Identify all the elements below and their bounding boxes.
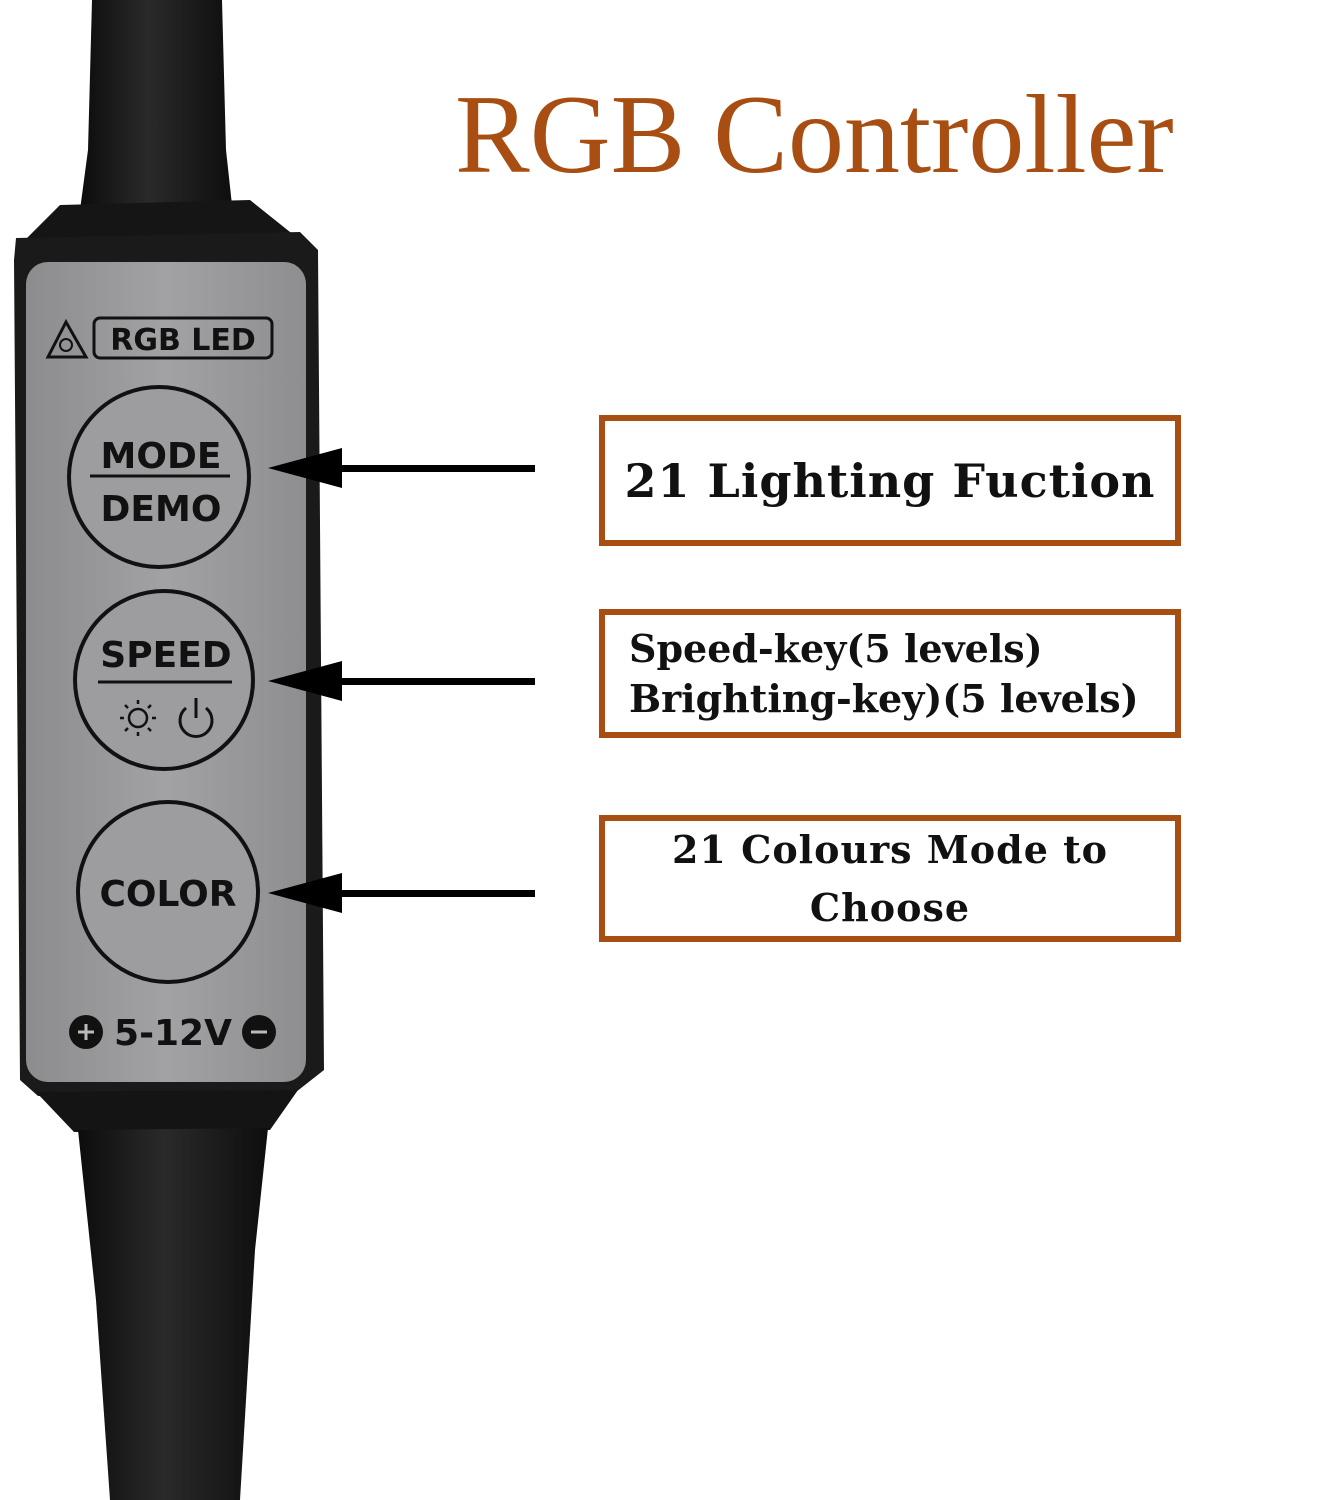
- arrow-mode-head: [268, 448, 342, 488]
- callout-colour-mode: 21 Colours Mode to Choose: [599, 815, 1181, 942]
- voltage-label-group: 5-12V: [69, 1013, 276, 1054]
- voltage-label: 5-12V: [114, 1013, 232, 1054]
- color-label: COLOR: [99, 874, 236, 915]
- demo-label: DEMO: [101, 489, 222, 530]
- speed-label: SPEED: [100, 635, 231, 676]
- arrow-color-line: [330, 890, 535, 897]
- triangle-warning-icon: [45, 318, 89, 359]
- callout-text: 21 Lighting Fuction: [624, 453, 1156, 508]
- arrow-mode-line: [330, 465, 535, 472]
- rgb-led-badge: RGB LED: [45, 316, 274, 360]
- top-cable: [80, 0, 232, 210]
- power-icon: [178, 698, 214, 738]
- arrow-speed-head: [268, 661, 342, 701]
- callout-text: Speed-key(5 levels): [629, 625, 1043, 671]
- arrow-speed-line: [330, 678, 535, 685]
- page-title: RGB Controller: [455, 73, 1174, 197]
- callout-text: Brighting-key)(5 levels): [629, 675, 1139, 721]
- brand-label: RGB LED: [110, 323, 256, 358]
- callout-text: Choose: [809, 884, 971, 930]
- mode-label: MODE: [101, 436, 222, 477]
- arrow-color-head: [268, 873, 342, 913]
- callout-speed-brightness: Speed-key(5 levels) Brighting-key)(5 lev…: [599, 609, 1181, 738]
- mode-demo-button[interactable]: MODE DEMO: [67, 385, 251, 569]
- color-button[interactable]: COLOR: [76, 800, 260, 984]
- callout-lighting-function: 21 Lighting Fuction: [599, 415, 1181, 546]
- callout-text: 21 Colours Mode to: [671, 826, 1109, 872]
- bottom-cable: [78, 1128, 268, 1500]
- cable-collar-bottom: [36, 1090, 298, 1132]
- sun-icon: [120, 700, 156, 736]
- speed-button[interactable]: SPEED: [73, 589, 255, 771]
